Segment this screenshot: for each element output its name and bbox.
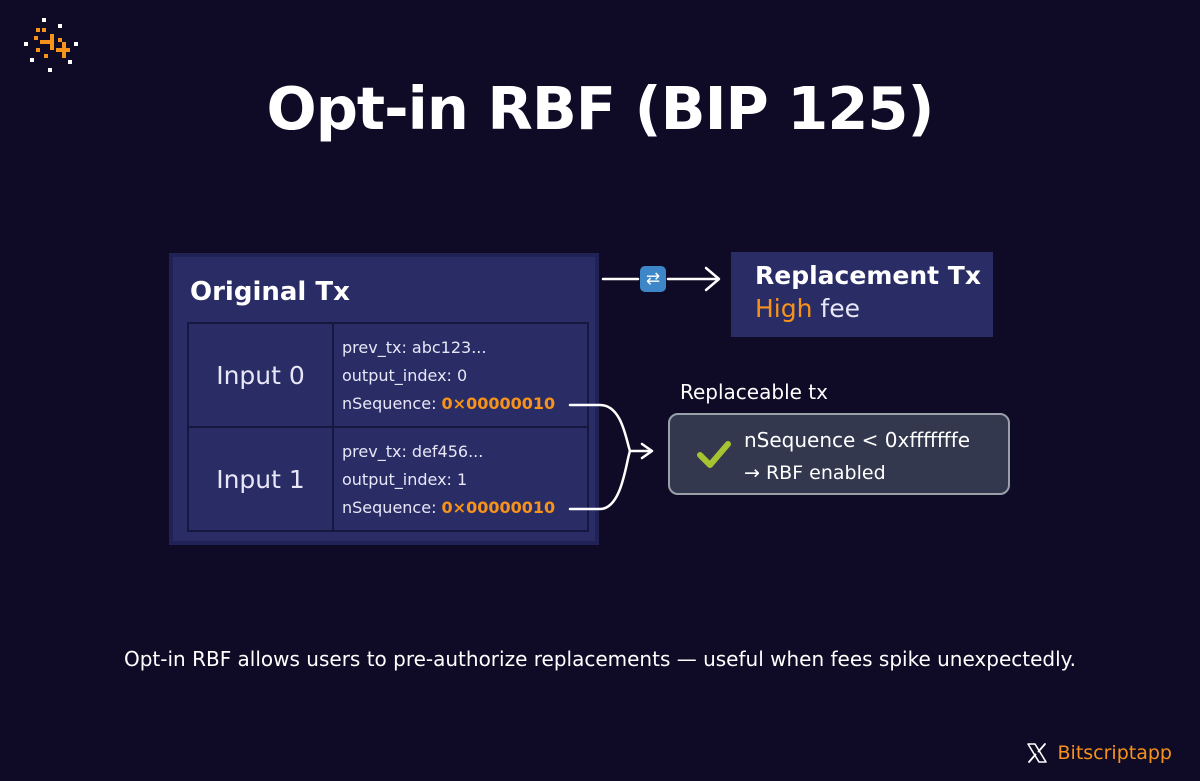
page-title: Opt-in RBF (BIP 125): [266, 74, 935, 143]
output-index-field: output_index: 1: [342, 470, 468, 489]
nsequence-value: 0×00000010: [441, 498, 556, 517]
nsequence-value: 0×00000010: [441, 394, 556, 413]
arrow-head: [704, 266, 721, 292]
input-label: Input 1: [187, 426, 334, 532]
input-label: Input 0: [187, 322, 334, 428]
brace-arrow-head: [640, 442, 654, 460]
input-row: Input 1 prev_tx: def456... output_index:…: [187, 426, 589, 532]
fee-rest: fee: [812, 294, 860, 323]
prev-tx-field: prev_tx: def456...: [342, 442, 484, 461]
nsequence-label: nSequence:: [342, 394, 442, 413]
repeat-arrows-icon: ⇄: [640, 266, 666, 292]
brand-handle[interactable]: Bitscriptapp: [1026, 742, 1172, 764]
original-tx-title: Original Tx: [190, 277, 350, 307]
fee-high: High: [755, 294, 813, 323]
inputs-table: Input 0 prev_tx: abc123... output_index:…: [187, 322, 589, 532]
brand-logo-icon: [24, 18, 78, 72]
check-icon: [697, 441, 731, 468]
nsequence-label: nSequence:: [342, 498, 442, 517]
input-fields: prev_tx: abc123... output_index: 0 nSequ…: [332, 322, 589, 428]
nsequence-condition: nSequence < 0xfffffffe: [744, 428, 971, 452]
replacement-tx-title: Replacement Tx: [755, 261, 981, 290]
original-tx-box: Original Tx Input 0 prev_tx: abc123... o…: [169, 253, 599, 545]
nsequence-field: nSequence: 0×00000010: [342, 390, 587, 418]
output-index-field: output_index: 0: [342, 366, 468, 385]
rbf-status-box: nSequence < 0xfffffffe → RBF enabled: [668, 413, 1010, 495]
replacement-tx-fee: High fee: [755, 292, 993, 326]
x-logo-icon: [1026, 743, 1047, 763]
replacement-tx-box: Replacement Tx High fee: [731, 252, 993, 337]
rbf-enabled-text: → RBF enabled: [744, 462, 886, 484]
input-row: Input 0 prev_tx: abc123... output_index:…: [187, 322, 589, 428]
caption: Opt-in RBF allows users to pre-authorize…: [123, 647, 1076, 671]
replaceable-tx-label: Replaceable tx: [680, 380, 828, 404]
brand-name: Bitscriptapp: [1057, 742, 1172, 764]
input-fields: prev_tx: def456... output_index: 1 nSequ…: [332, 426, 589, 532]
prev-tx-field: prev_tx: abc123...: [342, 338, 487, 357]
nsequence-field: nSequence: 0×00000010: [342, 494, 587, 522]
